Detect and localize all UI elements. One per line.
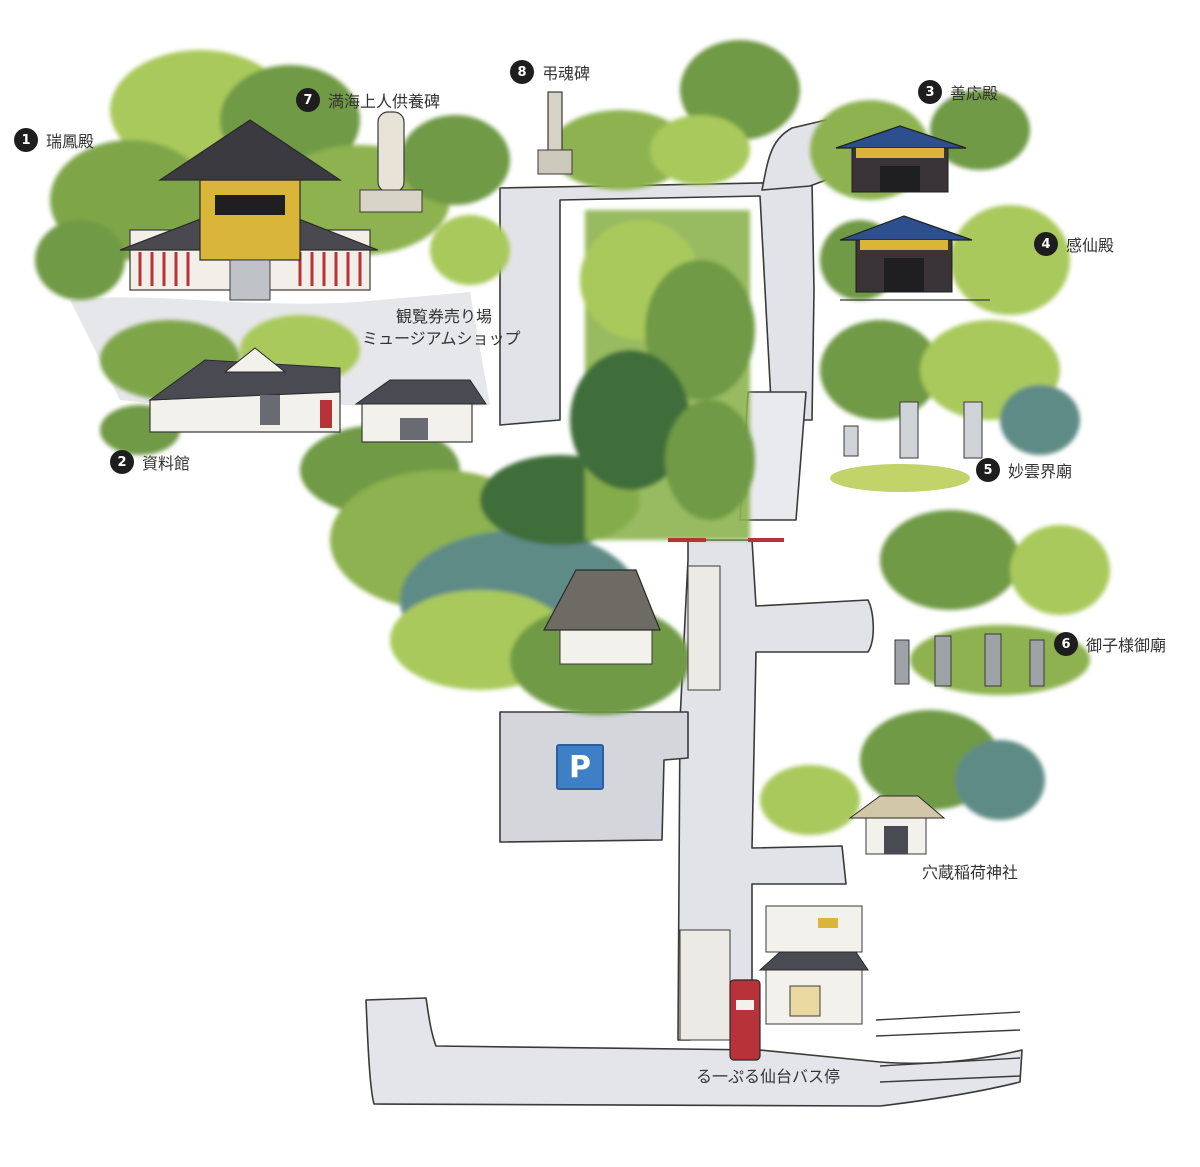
landmark-8-chokonhi[interactable]: 8 弔魂碑: [510, 60, 590, 84]
bus-stop-label[interactable]: る一ぷる仙台バス停: [696, 1067, 841, 1086]
chokonhi-monument: [537, 91, 573, 175]
landmark-name: 善応殿: [950, 84, 999, 103]
kansenden-building: [839, 215, 990, 301]
zuihoden-building: [119, 119, 379, 301]
landmark-name: 妙雲界廟: [1008, 462, 1073, 481]
landmark-number: 5: [976, 458, 1000, 482]
landmark-5-myounkaibyo[interactable]: 5 妙雲界廟: [976, 458, 1072, 482]
landmark-1-zuihoden[interactable]: 1 瑞鳳殿: [14, 128, 94, 152]
landmark-6-okosama-gobyo[interactable]: 6 御子様御廟: [1054, 632, 1166, 656]
landmark-2-museum[interactable]: 2 資料館: [110, 450, 190, 474]
mankai-monument: [359, 111, 423, 213]
landmark-name: 資料館: [142, 454, 191, 473]
landmark-number: 4: [1034, 232, 1058, 256]
landmark-number: 1: [14, 128, 38, 152]
landmark-name: 弔魂碑: [542, 64, 591, 83]
landmark-number: 6: [1054, 632, 1078, 656]
landmark-name: 御子様御廟: [1086, 636, 1167, 655]
railings: [875, 1011, 1021, 1083]
parking-sign[interactable]: P: [556, 744, 604, 790]
ticket-office-line1: 観覧券売り場: [396, 307, 493, 326]
landmark-name: 瑞鳳殿: [46, 132, 95, 151]
thatched-house: [543, 569, 661, 665]
landmark-4-kansenden[interactable]: 4 感仙殿: [1034, 232, 1114, 256]
landmark-3-zennoden[interactable]: 3 善応殿: [918, 80, 998, 104]
museum-building: [148, 347, 341, 433]
landmark-7-mankai-monument[interactable]: 7 満海上人供養碑: [296, 88, 440, 112]
myounkaibyo-graves: [830, 401, 983, 492]
anazo-inari-shrine: [848, 795, 946, 855]
shrine-label[interactable]: 穴蔵稲荷神社: [922, 863, 1019, 882]
landmark-number: 7: [296, 88, 320, 112]
ticket-office-label[interactable]: 観覧券売り場 ミュージアムショップ: [362, 306, 521, 350]
okosama-gobyo-lanterns: [894, 633, 1045, 687]
landmark-number: 3: [918, 80, 942, 104]
ticket-office-line2: ミュージアムショップ: [362, 329, 521, 348]
landmark-name: 感仙殿: [1066, 236, 1115, 255]
landmark-number: 8: [510, 60, 534, 84]
zennoden-building: [835, 125, 967, 193]
bottom-road: [365, 997, 1023, 1107]
stone-walls: [679, 565, 731, 1041]
shop-buildings: [758, 905, 869, 1025]
red-postbox: [729, 979, 761, 1061]
landmark-name: 満海上人供養碑: [328, 92, 441, 111]
landmark-number: 2: [110, 450, 134, 474]
ticket-office-building: [354, 379, 487, 443]
